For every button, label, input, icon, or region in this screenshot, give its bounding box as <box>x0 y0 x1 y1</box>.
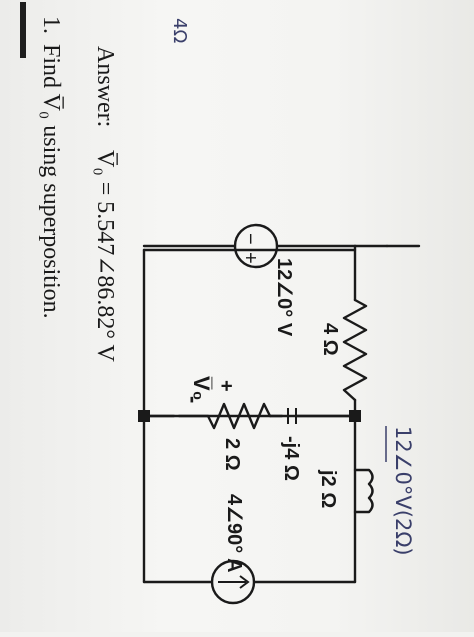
arrow-up-icon <box>218 575 250 589</box>
minus-sign: − <box>239 233 261 245</box>
wire <box>353 244 389 302</box>
output-minus: - <box>181 396 206 403</box>
circuit-diagram: − + 12∠0° V 4 Ω -j4 Ω j2 Ω <box>138 223 421 605</box>
inductor-label: j2 Ω <box>317 469 339 508</box>
output-voltage-label: V̅₀ <box>189 376 214 401</box>
voltage-source: − + <box>233 223 279 269</box>
resistor-2-ohm <box>142 402 272 430</box>
current-source <box>210 559 256 605</box>
current-source-label: 4∠90° A <box>223 494 245 573</box>
problem-text: Find V̅₀ using superposition. <box>38 44 64 319</box>
voltage-source-label: 12∠0° V <box>273 258 295 337</box>
problem-number: 1. <box>38 16 64 34</box>
inductor <box>353 468 374 514</box>
junction-node <box>349 410 361 422</box>
handwritten-note: 4Ω <box>169 18 190 43</box>
capacitor-label: -j4 Ω <box>280 436 302 481</box>
resistor-label: 2 Ω <box>221 438 243 471</box>
handwritten-note: 12∠0°V(2Ω) <box>391 426 415 556</box>
answer-expression: V̅₀ = 5.547∠86.82° V <box>92 150 118 363</box>
resistor-label: 4 Ω <box>319 323 341 356</box>
resistor-4-ohm <box>342 298 368 402</box>
output-plus: + <box>215 380 237 392</box>
plus-sign: + <box>239 252 261 264</box>
answer-label: Answer: <box>92 46 118 127</box>
heading-fragment <box>20 2 26 58</box>
